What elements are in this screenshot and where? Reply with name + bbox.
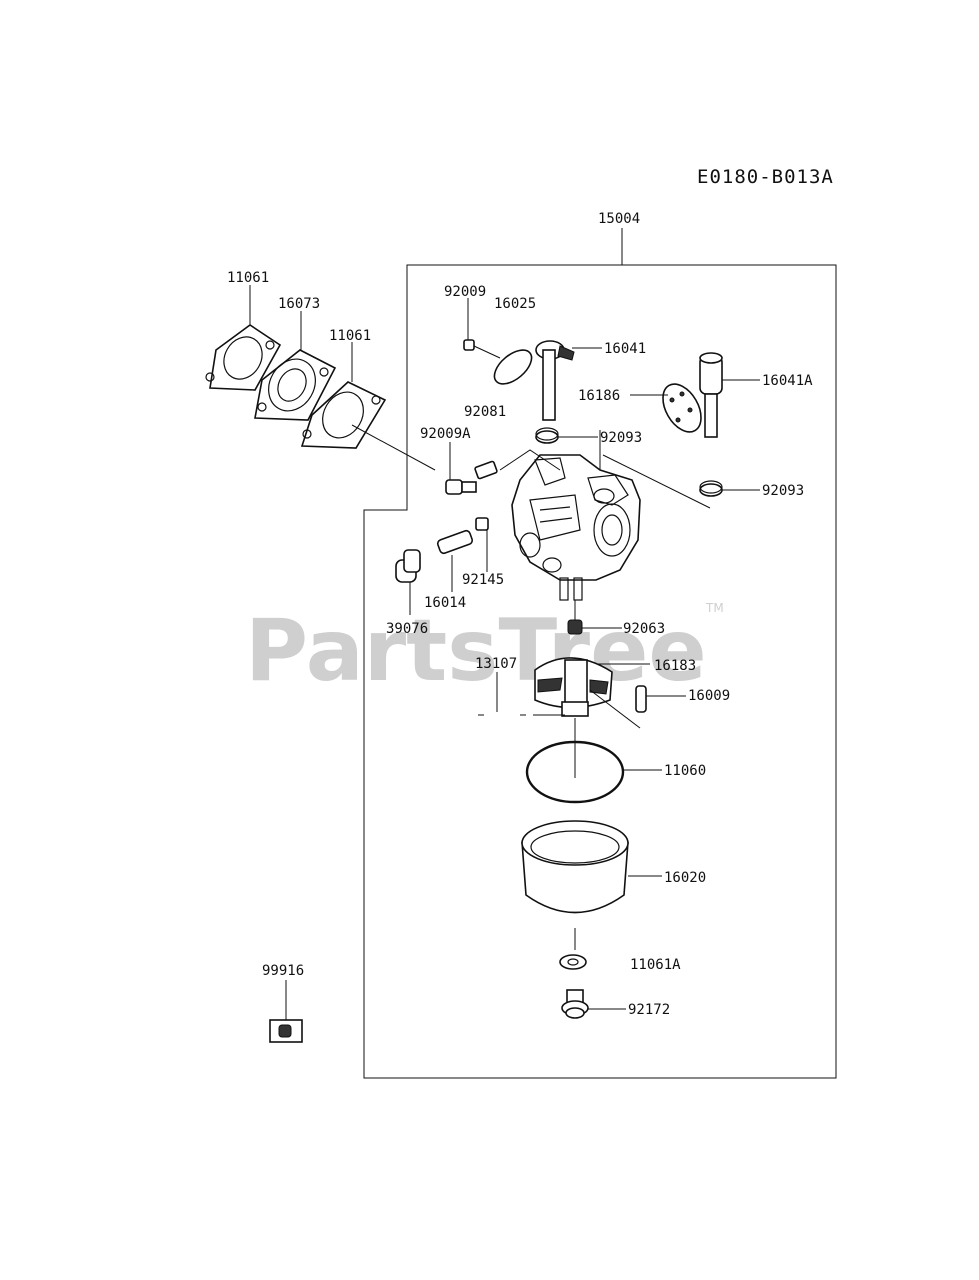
label-11060[interactable]: 11060 <box>664 763 706 779</box>
needle-valve-16009-part[interactable] <box>635 685 647 713</box>
float-16183-part[interactable] <box>534 657 613 717</box>
throttle-shaft-16041-part[interactable] <box>535 340 575 421</box>
main-jet-92063-part[interactable] <box>567 619 583 635</box>
spring-92145-part[interactable] <box>475 517 489 531</box>
screw-92009a-part[interactable] <box>445 460 498 495</box>
label-16041[interactable]: 16041 <box>604 341 646 357</box>
diagram-code: E0180-B013A <box>697 166 834 188</box>
fitting-39076-part[interactable] <box>395 549 421 583</box>
part-99916[interactable] <box>269 1019 303 1043</box>
label-92172[interactable]: 92172 <box>628 1002 670 1018</box>
assembly-frame <box>363 264 837 1079</box>
insulator-16073-part[interactable] <box>254 349 337 421</box>
trademark-mark: TM <box>705 601 724 615</box>
label-16025[interactable]: 16025 <box>494 296 536 312</box>
label-11061a[interactable]: 11061A <box>630 957 681 973</box>
label-92145[interactable]: 92145 <box>462 572 504 588</box>
seal-92093-b-part[interactable] <box>699 480 723 497</box>
bolt-92172-part[interactable] <box>561 989 589 1019</box>
choke-plate-16186-part[interactable] <box>655 377 709 438</box>
label-16041a[interactable]: 16041A <box>762 373 813 389</box>
label-15004[interactable]: 15004 <box>598 211 640 227</box>
label-39076[interactable]: 39076 <box>386 621 428 637</box>
throttle-plate-16025-part[interactable] <box>488 344 537 391</box>
label-92063[interactable]: 92063 <box>623 621 665 637</box>
label-16183[interactable]: 16183 <box>654 658 696 674</box>
carburetor-body-part[interactable] <box>511 454 641 601</box>
label-11061-a[interactable]: 11061 <box>227 270 269 286</box>
label-92093-b[interactable]: 92093 <box>762 483 804 499</box>
label-16186[interactable]: 16186 <box>578 388 620 404</box>
screw-92009-part[interactable] <box>463 339 501 359</box>
label-92009[interactable]: 92009 <box>444 284 486 300</box>
label-16009[interactable]: 16009 <box>688 688 730 704</box>
label-16014[interactable]: 16014 <box>424 595 466 611</box>
gasket-11061a-part[interactable] <box>559 954 587 970</box>
label-92081[interactable]: 92081 <box>464 404 506 420</box>
label-16073[interactable]: 16073 <box>278 296 320 312</box>
label-92009a[interactable]: 92009A <box>420 426 471 442</box>
seal-92093-a-part[interactable] <box>535 427 559 444</box>
float-bowl-16020-part[interactable] <box>521 820 629 914</box>
watermark: PartsTree <box>245 601 707 701</box>
gasket-11061-part[interactable] <box>205 324 282 391</box>
jet-16014-part[interactable] <box>436 529 474 555</box>
label-11061-b[interactable]: 11061 <box>329 328 371 344</box>
label-13107[interactable]: 13107 <box>475 656 517 672</box>
label-16020[interactable]: 16020 <box>664 870 706 886</box>
choke-shaft-16041a-part[interactable] <box>699 352 723 438</box>
label-99916[interactable]: 99916 <box>262 963 304 979</box>
label-92093-a[interactable]: 92093 <box>600 430 642 446</box>
